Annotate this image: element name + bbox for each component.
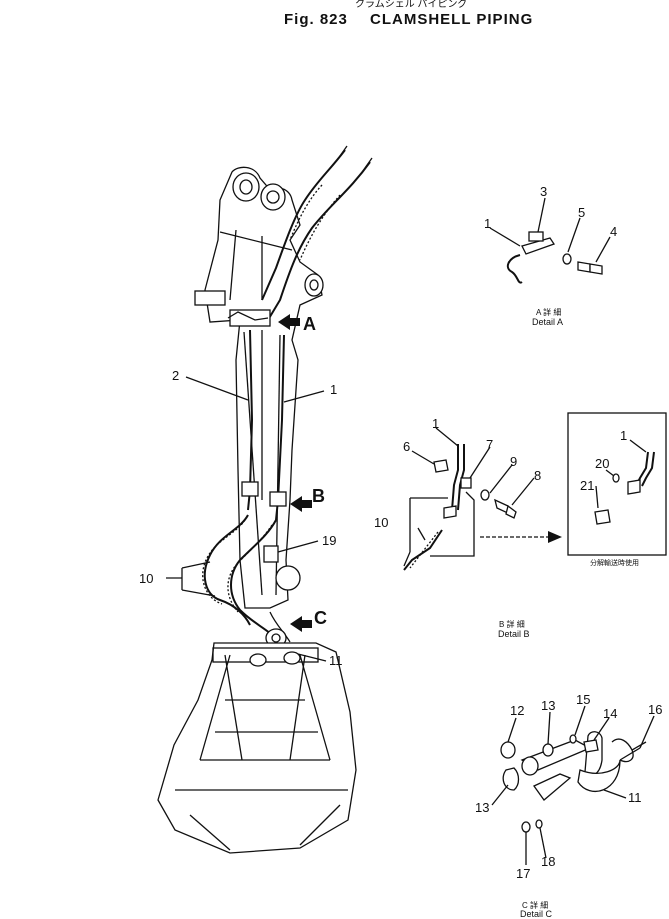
part-11-plate bbox=[533, 773, 572, 801]
label-main-11: 11 bbox=[329, 653, 343, 668]
label-c-13-left: 13 bbox=[475, 800, 489, 815]
part-12-oring bbox=[500, 741, 516, 759]
pipe-2 bbox=[247, 329, 254, 511]
main-callouts: 2 1 10 19 11 A B C bbox=[139, 314, 343, 668]
clamshell-bucket bbox=[157, 642, 357, 854]
label-c-15: 15 bbox=[576, 692, 590, 707]
detail-c-caption-jp: C 詳 細 bbox=[522, 900, 548, 910]
callout-c: C bbox=[314, 608, 327, 628]
swivel-cap bbox=[275, 565, 301, 591]
label-main-10: 10 bbox=[139, 571, 153, 586]
label-c-16: 16 bbox=[648, 702, 662, 717]
part-18-washer bbox=[535, 819, 543, 829]
inset-frame bbox=[567, 412, 667, 556]
part-4-bolt bbox=[589, 263, 603, 275]
label-b-8: 8 bbox=[534, 468, 541, 483]
detail-a: 1 3 5 4 A 詳 細 Detail A bbox=[484, 184, 617, 327]
detail-c-caption: Detail C bbox=[520, 909, 553, 919]
clamp-b-left bbox=[241, 481, 259, 497]
title-japanese: クラムシェル パイピング bbox=[355, 0, 467, 10]
figure-name: CLAMSHELL PIPING bbox=[370, 11, 533, 28]
detail-a-caption: Detail A bbox=[532, 317, 563, 327]
part-17-nut bbox=[521, 821, 531, 833]
part-5-washer bbox=[562, 253, 572, 265]
label-a-4: 4 bbox=[610, 224, 617, 239]
pipe-11-elbow bbox=[584, 731, 603, 777]
part-15-washer bbox=[569, 734, 577, 744]
hose-2-upper bbox=[261, 149, 346, 301]
arrow-b-icon bbox=[290, 496, 312, 512]
callout-b: B bbox=[312, 486, 325, 506]
part-13-clamp-top bbox=[542, 743, 554, 757]
detail-b-caption-jp: B 詳 細 bbox=[499, 619, 525, 629]
label-c-11: 11 bbox=[628, 790, 642, 805]
part-7-clip bbox=[460, 477, 472, 489]
arrow-b-inset-icon bbox=[548, 531, 562, 543]
pipe-1 bbox=[275, 334, 285, 521]
label-c-13-top: 13 bbox=[541, 698, 555, 713]
callout-a: A bbox=[303, 314, 316, 334]
label-main-1: 1 bbox=[330, 382, 337, 397]
detail-c: 12 13 15 14 16 13 11 17 18 C 詳 細 Detail … bbox=[475, 692, 662, 919]
arrow-c-icon bbox=[290, 616, 312, 632]
part-8-bolt bbox=[505, 504, 517, 519]
part-16-ubolt bbox=[631, 741, 647, 751]
part-6-block bbox=[433, 459, 449, 473]
label-a-5: 5 bbox=[578, 205, 585, 220]
part-19-plate bbox=[263, 545, 279, 563]
detail-b: 1 7 6 9 8 10 B 詳 細 Detail B bbox=[374, 416, 562, 639]
part-9-washer bbox=[480, 489, 490, 501]
arm-top-boss-left bbox=[232, 172, 260, 202]
label-inset-21: 21 bbox=[580, 478, 594, 493]
label-c-17: 17 bbox=[516, 866, 530, 881]
label-main-2: 2 bbox=[172, 368, 179, 383]
label-inset-1: 1 bbox=[620, 428, 627, 443]
hose-10-left bbox=[203, 514, 251, 626]
clamp-b-right bbox=[269, 491, 287, 507]
inset-note: 分解輸送時使用 bbox=[590, 558, 639, 567]
arm-body bbox=[204, 166, 323, 609]
part-14-bolt bbox=[583, 739, 599, 753]
bracket-a-left bbox=[194, 290, 226, 306]
label-b-9: 9 bbox=[510, 454, 517, 469]
part-3-clamp bbox=[528, 231, 544, 242]
label-c-18: 18 bbox=[541, 854, 555, 869]
label-c-12: 12 bbox=[510, 703, 524, 718]
label-c-14: 14 bbox=[603, 706, 617, 721]
arrow-a-icon bbox=[278, 314, 300, 330]
label-a-1: 1 bbox=[484, 216, 491, 231]
figure-title: クラムシェル パイピング Fig. 823 CLAMSHELL PIPING bbox=[284, 0, 533, 28]
detail-b-inset: 1 20 21 分解輸送時使用 bbox=[567, 412, 667, 567]
label-b-10: 10 bbox=[374, 515, 388, 530]
label-b-6: 6 bbox=[403, 439, 410, 454]
label-b-7: 7 bbox=[486, 437, 493, 452]
part-21-cap bbox=[594, 509, 611, 525]
label-inset-20: 20 bbox=[595, 456, 609, 471]
figure-number: Fig. 823 bbox=[284, 11, 348, 28]
detail-b-caption: Detail B bbox=[498, 629, 530, 639]
part-13-clamp-left bbox=[502, 767, 520, 791]
label-main-19: 19 bbox=[322, 533, 336, 548]
label-a-3: 3 bbox=[540, 184, 547, 199]
arm-top-boss-right bbox=[260, 183, 286, 211]
label-b-1: 1 bbox=[432, 416, 439, 431]
hose-10-right bbox=[230, 519, 277, 641]
part-20-oring bbox=[612, 473, 620, 483]
clamshell-arm-assembly bbox=[194, 145, 373, 661]
hose-1-upper bbox=[267, 161, 371, 321]
detail-a-caption-jp: A 詳 細 bbox=[536, 307, 561, 317]
